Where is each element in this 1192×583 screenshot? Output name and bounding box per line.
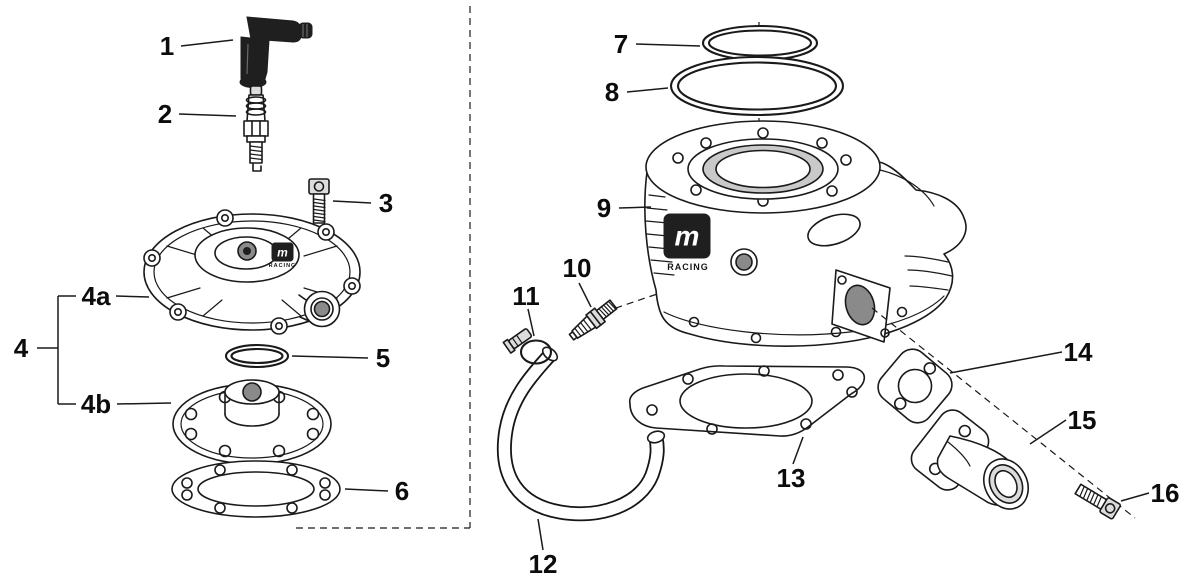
part-4b-head-insert [172,379,332,465]
head-logo-text: RACING [269,263,297,269]
cylinder-logo-letter: m [675,221,700,252]
leader-16 [1120,492,1150,502]
leader-6 [344,488,389,492]
part-1-spark-plug-cap [239,16,313,88]
part-3-head-bolt [308,178,330,224]
part-label-1: 1 [160,31,174,61]
part-label-6: 6 [395,476,409,506]
leader-15 [1029,419,1067,445]
centerline-exhaust [871,307,1136,519]
part-15-exhaust-flange [910,409,1029,510]
part-label-13: 13 [777,463,806,493]
part-11-hose-clamp [502,328,553,365]
part-4a-cylinder-head: m RACING [143,209,361,335]
leader-3 [332,200,372,204]
leader-11 [527,308,535,337]
leader-2 [178,113,237,117]
head-logo-plate [271,242,294,262]
part-6-head-gasket [171,460,341,518]
leader-4a [115,295,150,298]
part-4-bracket [37,295,76,405]
group-boundary-dashes [296,6,471,529]
part-7-o-ring-small [701,24,819,62]
part-label-4a: 4a [82,281,111,311]
leader-10 [578,282,592,308]
part-8-o-ring-large [669,55,845,117]
leader-lines [115,39,1150,551]
part-labels: 1 2 3 4a 4 4b 5 6 7 8 9 10 11 12 13 14 1… [14,29,1180,579]
leader-13 [792,436,804,465]
part-label-15: 15 [1068,405,1097,435]
part-label-4b: 4b [81,389,111,419]
cylinder-logo-plate [663,213,711,259]
part-10-coolant-fitting [568,299,618,341]
head-logo-letter: m [277,246,288,260]
part-label-4: 4 [14,333,29,363]
leader-9 [618,206,652,209]
part-label-8: 8 [605,77,619,107]
part-label-2: 2 [158,99,172,129]
part-13-base-gasket [628,365,866,437]
part-14-exhaust-gasket [877,348,953,424]
leader-12 [537,518,544,551]
part-label-12: 12 [529,549,558,579]
part-label-14: 14 [1064,337,1093,367]
leader-4b [116,402,172,405]
cylinder-logo-text: RACING [667,262,709,272]
part-label-16: 16 [1151,478,1180,508]
leader-1 [180,39,234,47]
part-label-7: 7 [614,29,628,59]
leader-7 [635,43,701,47]
part-2-spark-plug [243,85,269,172]
part-5-head-o-ring [224,343,290,369]
part-label-10: 10 [563,253,592,283]
part-label-5: 5 [376,343,390,373]
part-label-11: 11 [512,281,540,311]
leader-5 [291,355,369,359]
part-16-flange-bolt [1074,483,1122,520]
part-12-coolant-hose [496,346,666,522]
leader-14 [949,351,1063,374]
leader-8 [626,87,669,93]
part-9-cylinder: m RACING [644,120,967,347]
part-label-3: 3 [379,188,393,218]
part-label-9: 9 [597,193,611,223]
